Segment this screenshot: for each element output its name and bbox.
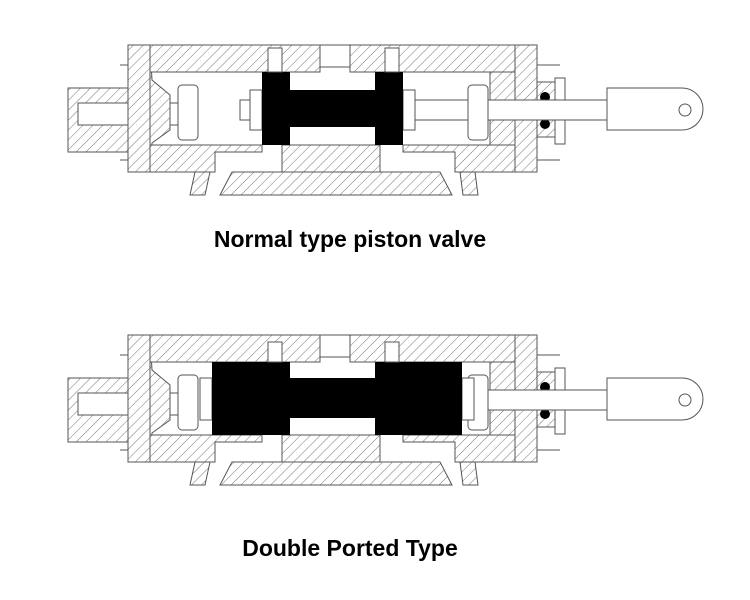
piston-double-ported (199, 341, 475, 435)
double-ported-type-diagram (67, 334, 704, 486)
caption-normal-type: Normal type piston valve (213, 226, 487, 252)
normal-type-piston-valve-diagram (67, 44, 704, 196)
caption-double-ported: Double Ported Type (242, 535, 458, 561)
piston-normal (249, 47, 416, 145)
